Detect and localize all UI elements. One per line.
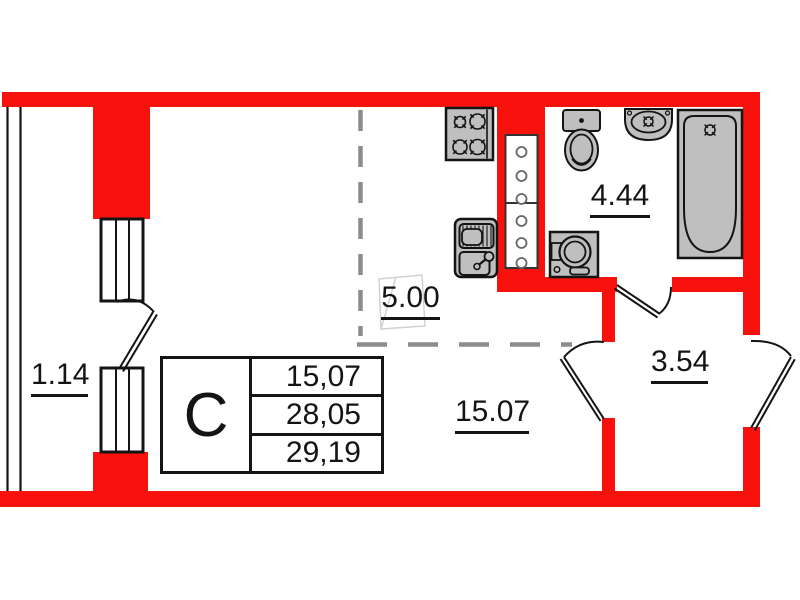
window-upper-icon	[99, 217, 145, 303]
kitchen-area-label: 5.00	[381, 283, 440, 320]
bathroom-area-label: 4.44	[590, 181, 650, 218]
wall-hallway-left-upper	[602, 290, 615, 342]
living-room-area-label: 15.07	[455, 397, 530, 434]
bathroom-door-icon	[613, 284, 672, 319]
stove-icon	[444, 106, 495, 162]
wall-bathroom-bottom-left	[545, 277, 617, 292]
vent-shaft-icon	[504, 134, 539, 269]
wall-right-lower-pillar	[743, 427, 760, 507]
washbasin-icon	[624, 108, 673, 142]
balcony-area-label: 1.14	[31, 360, 89, 397]
wall-bottom	[0, 491, 760, 507]
hallway-area-label: 3.54	[651, 347, 709, 384]
kitchen-sink-icon	[453, 217, 499, 279]
wall-right	[743, 92, 760, 335]
toilet-icon	[562, 109, 601, 172]
unit-legend-table: С 15,07 28,05 29,19	[160, 356, 384, 474]
living-area-value: 15,07	[252, 359, 381, 398]
washing-machine-icon	[548, 230, 600, 279]
kitchen-zone-dashed-line	[357, 110, 572, 347]
bathtub-icon	[676, 108, 744, 260]
faint-furniture-sketch	[378, 274, 426, 330]
balcony-glazing-lines	[6, 107, 22, 491]
balcony-door-icon	[116, 298, 158, 373]
unit-area-value: 28,05	[252, 397, 381, 436]
unit-areas-column: 15,07 28,05 29,19	[252, 359, 381, 471]
wall-hallway-left-lower	[602, 418, 615, 507]
living-room-door-icon	[559, 340, 605, 422]
wall-pillar-left-lower	[93, 452, 148, 492]
wall-pillar-left-upper	[93, 107, 150, 219]
wall-top	[2, 92, 760, 107]
total-area-value: 29,19	[285, 436, 361, 470]
window-lower-icon	[99, 366, 145, 454]
wall-bathroom-bottom-right	[672, 277, 745, 292]
entrance-door-icon	[750, 339, 796, 431]
unit-type-letter: С	[163, 359, 252, 471]
